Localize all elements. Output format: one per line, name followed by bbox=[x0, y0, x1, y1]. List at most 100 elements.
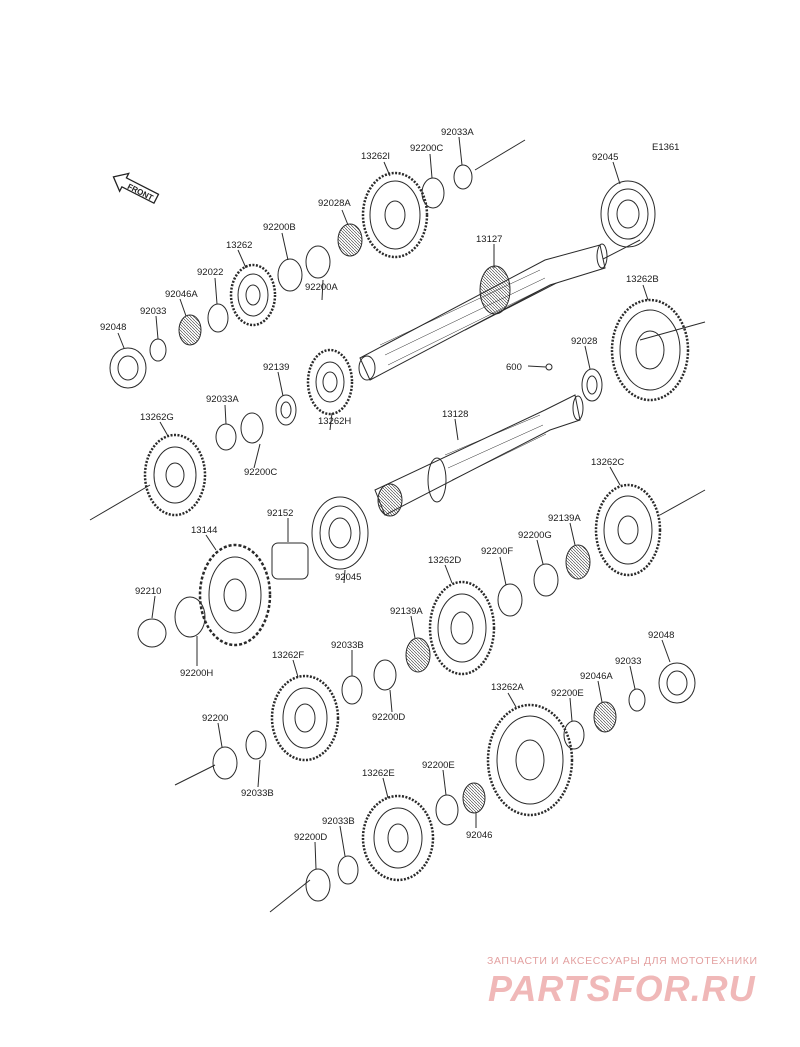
label-92139: 92139 bbox=[263, 362, 289, 373]
gear-13262I bbox=[361, 171, 429, 259]
label-92046A-top: 92046A bbox=[165, 289, 198, 300]
label-92152: 92152 bbox=[267, 508, 293, 519]
o-ring-600 bbox=[545, 363, 553, 371]
label-92200D-low: 92200D bbox=[294, 832, 327, 843]
bearing-92048-top bbox=[109, 347, 147, 389]
washers-and-circlips bbox=[137, 164, 646, 902]
label-92139A-right: 92139A bbox=[548, 513, 581, 524]
needle-bearing-92028A bbox=[337, 223, 363, 257]
needle-bearing-92139A-right bbox=[565, 544, 591, 580]
gear-13262F bbox=[270, 674, 340, 762]
gear-13262E bbox=[361, 794, 435, 882]
washer-92200A bbox=[305, 245, 331, 279]
washer-92200E-right bbox=[563, 720, 585, 750]
washer-92200H bbox=[174, 596, 206, 638]
needle-bearing-92046A-top bbox=[178, 314, 202, 346]
circlip-92033A-mid bbox=[215, 423, 237, 451]
label-13127: 13127 bbox=[476, 234, 502, 245]
label-92045-top: 92045 bbox=[592, 152, 618, 163]
needle-bearing-92046A-right bbox=[593, 701, 617, 733]
label-92200-bottom: 92200 bbox=[202, 713, 228, 724]
label-92200F: 92200F bbox=[481, 546, 513, 557]
washer-92200C-mid bbox=[240, 412, 264, 444]
label-92045-mid: 92045 bbox=[335, 572, 361, 583]
bearing-92045-mid bbox=[311, 496, 369, 570]
label-92033B-bottom: 92033B bbox=[241, 788, 274, 799]
label-92139A-mid: 92139A bbox=[390, 606, 423, 617]
label-92033B-mid: 92033B bbox=[331, 640, 364, 651]
diagram-code: E1361 bbox=[652, 142, 679, 153]
washer-92200C-top bbox=[421, 177, 445, 209]
axis-lines bbox=[89, 139, 706, 913]
circlip-92033B-bottom bbox=[245, 730, 267, 760]
shaft-13127 bbox=[358, 243, 608, 381]
washer-92200B bbox=[277, 258, 303, 292]
label-92033A-mid: 92033A bbox=[206, 394, 239, 405]
washer-92200-bottom bbox=[212, 746, 238, 780]
label-13262D: 13262D bbox=[428, 555, 461, 566]
gear-13262B bbox=[610, 298, 690, 402]
label-92200H: 92200H bbox=[180, 668, 213, 679]
part-labels: E1361 13262I 92200C 92033A 92045 92028A … bbox=[100, 127, 679, 843]
bearing-92045-top bbox=[600, 180, 656, 248]
circlip-92033B-low bbox=[337, 855, 359, 885]
washer-92200G bbox=[533, 563, 559, 597]
label-92200E-right: 92200E bbox=[551, 688, 584, 699]
label-13262B: 13262B bbox=[626, 274, 659, 285]
label-13128: 13128 bbox=[442, 409, 468, 420]
gear-13262 bbox=[229, 263, 277, 327]
label-13262A: 13262A bbox=[491, 682, 524, 693]
label-92033-top: 92033 bbox=[140, 306, 166, 317]
leader-lines bbox=[117, 136, 671, 870]
label-92200E-bottom: 92200E bbox=[422, 760, 455, 771]
circlip-92033-right bbox=[628, 688, 646, 712]
label-600: 600 bbox=[506, 362, 522, 373]
label-92022: 92022 bbox=[197, 267, 223, 278]
label-13262H: 13262H bbox=[318, 416, 351, 427]
label-13262: 13262 bbox=[226, 240, 252, 251]
shaft-13128 bbox=[374, 394, 584, 517]
gear-13262H bbox=[306, 348, 354, 416]
label-92046A-right: 92046A bbox=[580, 671, 613, 682]
needle-bearing-92139A-mid bbox=[405, 637, 431, 673]
label-92046: 92046 bbox=[466, 830, 492, 841]
circlip-92033A-top bbox=[453, 164, 473, 190]
washer-92200D-low bbox=[305, 868, 331, 902]
label-92048-right: 92048 bbox=[648, 630, 674, 641]
washer-92022 bbox=[207, 303, 229, 333]
needle-bearings bbox=[178, 223, 617, 814]
label-13262G: 13262G bbox=[140, 412, 174, 423]
washer-92200E-bottom bbox=[435, 794, 459, 826]
label-92033-right: 92033 bbox=[615, 656, 641, 667]
washer-92200D-mid bbox=[373, 659, 397, 691]
front-arrow-icon: FRONT bbox=[112, 172, 160, 205]
needle-bearing-92046 bbox=[462, 782, 486, 814]
label-92210: 92210 bbox=[135, 586, 161, 597]
watermark-logo: PARTSFOR.RU bbox=[488, 968, 756, 1009]
label-92033A-top: 92033A bbox=[441, 127, 474, 138]
collar-92028 bbox=[581, 368, 603, 402]
gear-13262D bbox=[428, 580, 496, 676]
label-92200C-top: 92200C bbox=[410, 143, 443, 154]
circlip-92033-top bbox=[149, 338, 167, 362]
gear-13262G bbox=[143, 433, 207, 517]
label-13262E: 13262E bbox=[362, 768, 395, 779]
washer-92200F bbox=[497, 583, 523, 617]
label-92048-top: 92048 bbox=[100, 322, 126, 333]
collar-92139 bbox=[275, 394, 297, 426]
label-92200B: 92200B bbox=[263, 222, 296, 233]
gear-13262A bbox=[486, 703, 574, 817]
label-92200G: 92200G bbox=[518, 530, 552, 541]
label-92200A: 92200A bbox=[305, 282, 338, 293]
label-13262C: 13262C bbox=[591, 457, 624, 468]
circlip-92033B-mid bbox=[341, 675, 363, 705]
label-13144: 13144 bbox=[191, 525, 217, 536]
label-92028: 92028 bbox=[571, 336, 597, 347]
watermark-tagline: ЗАПЧАСТИ И АКСЕССУАРЫ ДЛЯ МОТОТЕХНИКИ bbox=[487, 955, 758, 967]
label-13262I: 13262I bbox=[361, 151, 390, 162]
collar-92152 bbox=[271, 542, 309, 580]
gear-13262C bbox=[594, 483, 662, 577]
label-92200D-mid: 92200D bbox=[372, 712, 405, 723]
nut-92210 bbox=[137, 618, 167, 648]
